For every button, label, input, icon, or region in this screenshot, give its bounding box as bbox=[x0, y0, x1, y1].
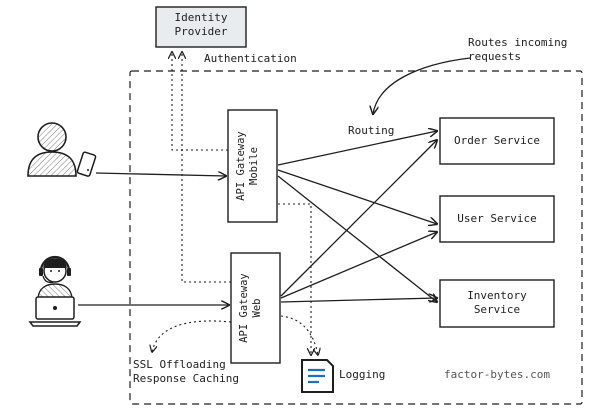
edge-mobile-user-to-gateway bbox=[95, 173, 226, 176]
ssl-note: SSL Offloading Response Caching bbox=[133, 358, 239, 386]
routes-note: Routes incoming requests bbox=[468, 36, 567, 64]
edge-web-to-order bbox=[280, 140, 437, 297]
edge-mobile-to-order bbox=[277, 131, 437, 166]
api-gateway-web-label: API Gateway Web bbox=[238, 253, 272, 363]
mobile-user-icon bbox=[27, 122, 77, 177]
user-service-box bbox=[439, 195, 555, 243]
edge-web-to-inventory bbox=[280, 298, 437, 302]
identity-provider-label: Identity Provider bbox=[156, 11, 246, 39]
smartphone-icon bbox=[76, 151, 97, 177]
identity-provider-line2: Provider bbox=[174, 24, 228, 38]
api-gateway-web-line1: API Gateway bbox=[238, 273, 250, 343]
watermark: factor-bytes.com bbox=[444, 368, 550, 381]
api-gateway-web-box bbox=[230, 252, 281, 364]
inventory-service-line2: Service bbox=[473, 302, 521, 316]
edge-ssl-note bbox=[152, 320, 232, 352]
edge-auth-mobile bbox=[172, 52, 228, 151]
order-service-box bbox=[439, 117, 555, 165]
inventory-service-box bbox=[439, 279, 555, 328]
edge-web-to-user bbox=[280, 232, 437, 299]
api-gateway-web-line2: Web bbox=[250, 298, 263, 318]
edge-log-mobile bbox=[278, 203, 311, 355]
user-service-label: User Service bbox=[457, 212, 537, 225]
order-service-label: Order Service bbox=[453, 134, 541, 147]
inventory-service-label: Inventory Service bbox=[440, 289, 554, 317]
api-gateway-mobile-box bbox=[227, 109, 278, 223]
edge-auth-web bbox=[182, 52, 231, 283]
ssl-note-line2: Response Caching bbox=[133, 371, 239, 385]
system-boundary bbox=[129, 70, 583, 405]
routes-note-line1: Routes incoming bbox=[468, 36, 568, 49]
api-gateway-mobile-label: API Gateway Mobile bbox=[235, 110, 269, 222]
routing-label: Routing bbox=[348, 124, 395, 137]
web-user-with-headset-icon bbox=[37, 255, 73, 299]
api-gateway-mobile-line1: API Gateway bbox=[235, 131, 247, 201]
edge-mobile-to-user bbox=[277, 169, 437, 224]
edge-log-web bbox=[280, 315, 318, 355]
laptop-icon bbox=[28, 296, 82, 327]
identity-provider-box bbox=[155, 6, 247, 48]
api-gateway-mobile-line2: Mobile bbox=[247, 147, 260, 185]
edge-mobile-to-inventory bbox=[277, 175, 437, 302]
inventory-service-line1: Inventory bbox=[467, 289, 527, 302]
edge-routes-note bbox=[373, 57, 471, 114]
logging-label: Logging bbox=[339, 368, 386, 381]
authentication-label: Authentication bbox=[204, 52, 297, 65]
ssl-note-line1: SSL Offloading bbox=[133, 358, 226, 371]
identity-provider-line1: Identity bbox=[174, 11, 228, 24]
routes-note-line2: requests bbox=[468, 49, 521, 63]
document-log-icon bbox=[301, 359, 334, 393]
